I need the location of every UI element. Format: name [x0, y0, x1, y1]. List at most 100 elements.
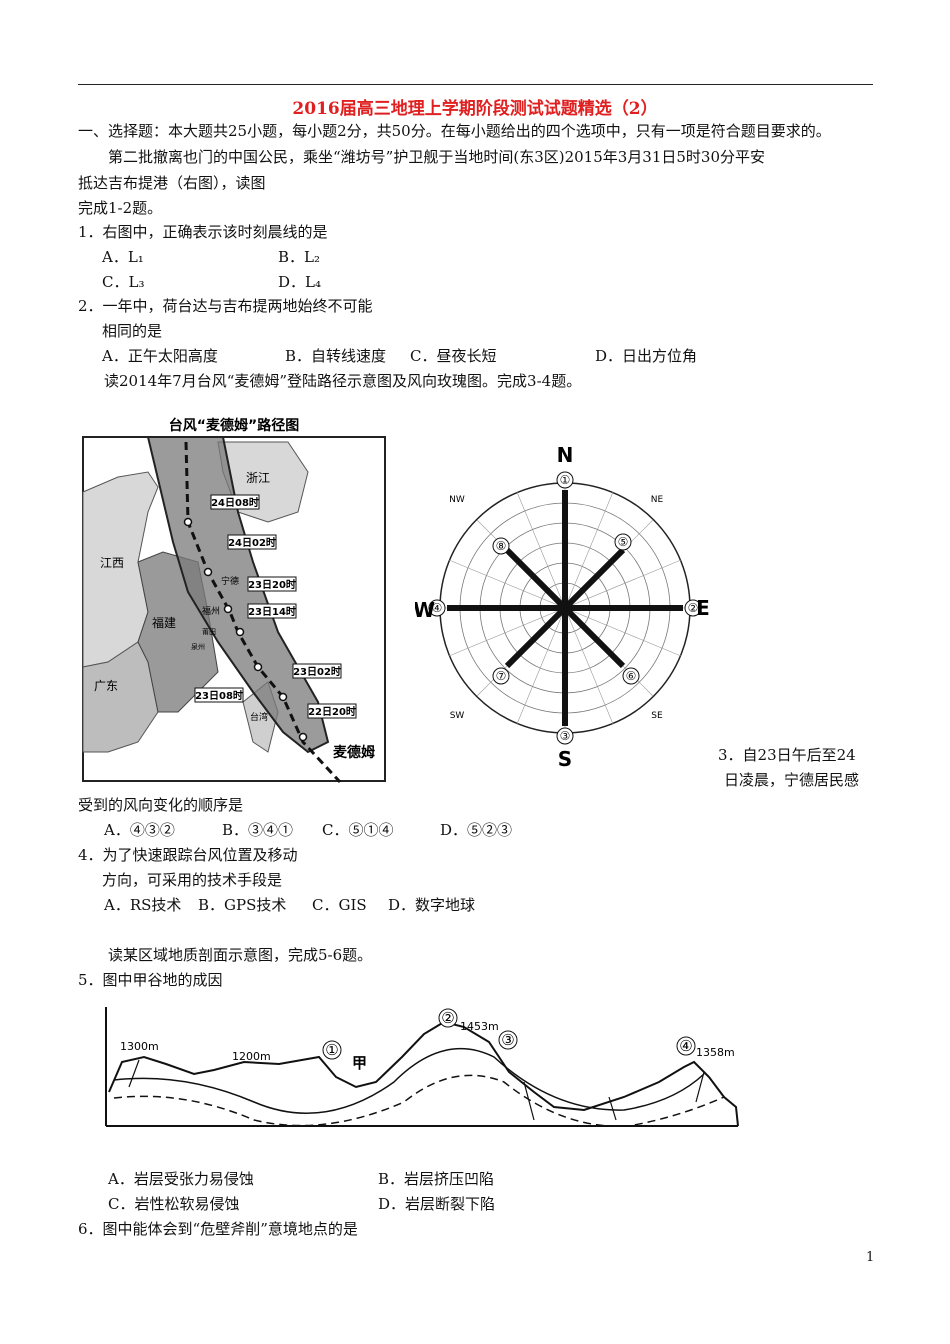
direction-ne: NE	[651, 495, 664, 505]
intro-2: 抵达吉布提港（右图），读图	[78, 174, 266, 192]
rose-marker-7: ⑦	[496, 669, 507, 683]
page-title: 2016届高三地理上学期阶段测试试题精选（2）	[292, 99, 658, 119]
direction-s: S	[558, 747, 572, 771]
site-marker-3: ③	[501, 1031, 514, 1049]
q3-stem-1: 3．自23日午后至24	[718, 746, 856, 764]
time-box	[210, 494, 260, 510]
q2-stem-2: 相同的是	[102, 322, 163, 340]
marker-circle	[322, 1040, 342, 1060]
direction-nw: NW	[449, 495, 465, 505]
marker-circle	[556, 727, 574, 745]
q4-stem-2: 方向，可采用的技术手段是	[102, 871, 283, 889]
marker-circle	[428, 599, 446, 617]
intro-3: 完成1-2题。	[78, 199, 163, 217]
city-label: 莆田	[202, 627, 216, 636]
track-point	[203, 567, 213, 577]
q2-option-d: D．日出方位角	[595, 347, 698, 365]
q1-stem: 1．右图中，正确表示该时刻晨线的是	[78, 223, 328, 241]
q2-option-b: B．自转线速度	[285, 347, 387, 365]
site-marker-2: ②	[441, 1009, 454, 1027]
time-label: 23日14时	[248, 605, 296, 618]
typhoon-map-title: 台风“麦德姆”路径图	[169, 417, 299, 434]
marker-circle	[492, 667, 510, 685]
q5-option-c: C．岩性松软易侵蚀	[108, 1195, 240, 1213]
marker-circle	[492, 537, 510, 555]
q3-option-d: D．⑤②③	[440, 821, 513, 839]
marker-circle	[684, 599, 702, 617]
intro-1: 第二批撤离也门的中国公民，乘坐“潍坊号”护卫舰于当地时间(东3区)2015年3月…	[108, 148, 766, 166]
intro-q5-6: 读某区域地质剖面示意图，完成5-6题。	[108, 946, 373, 964]
q4-option-b: B．GPS技术	[198, 896, 287, 914]
time-label: 23日20时	[248, 578, 296, 591]
province-label: 福建	[152, 615, 176, 630]
province-label: 广东	[94, 679, 118, 693]
elevation-1358: 1358m	[696, 1046, 735, 1059]
q5-stem: 5．图中甲谷地的成因	[78, 971, 223, 989]
track-point	[223, 604, 233, 614]
typhoon-swath	[146, 436, 330, 754]
q3-option-b: B．③④①	[222, 821, 294, 839]
province-label: 浙江	[246, 471, 270, 485]
marker-circle	[614, 533, 632, 551]
province-label: 台湾	[250, 711, 268, 723]
marker-circle	[438, 1008, 458, 1028]
terrain-surface	[108, 1020, 739, 1127]
direction-sw: SW	[450, 711, 465, 721]
header-rule	[78, 84, 873, 85]
page-number: 1	[866, 1250, 875, 1265]
rose-marker-4: ④	[432, 601, 443, 615]
time-label: 22日20时	[308, 705, 356, 718]
intro-q3-4: 读2014年7月台风“麦德姆”登陆路径示意图及风向玫瑰图。完成3-4题。	[104, 372, 582, 390]
site-marker-1: ①	[325, 1041, 338, 1059]
elevation-1300: 1300m	[120, 1040, 159, 1053]
wind-bars	[447, 490, 683, 726]
rose-marker-6: ⑥	[626, 669, 637, 683]
site-marker-4: ④	[679, 1037, 692, 1055]
typhoon-name: 麦德姆	[333, 744, 375, 761]
q1-option-b: B．L₂	[278, 248, 320, 266]
q6-stem: 6．图中能体会到“危壁斧削”意境地点的是	[78, 1220, 358, 1238]
q2-option-c: C．昼夜长短	[410, 347, 497, 365]
typhoon-path-map: 台风“麦德姆”路径图 24日08时 24日02时 23日20时 23日14时 2…	[82, 417, 386, 784]
q4-stem-1: 4．为了快速跟踪台风位置及移动	[78, 846, 298, 864]
rose-marker-1: ①	[560, 473, 571, 487]
elevation-1453: 1453m	[460, 1020, 499, 1033]
time-label: 24日08时	[211, 496, 259, 509]
time-label: 23日08时	[195, 689, 243, 702]
time-box	[227, 534, 277, 550]
city-label: 福州	[202, 605, 220, 617]
q5-option-d: D．岩层断裂下陷	[378, 1195, 496, 1213]
marker-circle	[556, 471, 574, 489]
elevation-1200: 1200m	[232, 1050, 271, 1063]
valley-jia-label: 甲	[352, 1054, 367, 1072]
direction-w: W	[415, 598, 435, 622]
time-box	[307, 703, 357, 719]
rock-layer-dashed	[113, 1074, 725, 1128]
track-point	[235, 627, 245, 637]
time-box	[247, 576, 297, 592]
q1-option-d: D．L₄	[278, 273, 322, 291]
q1-option-c: C．L₃	[102, 273, 145, 291]
rose-marker-5: ⑤	[618, 535, 629, 549]
rose-marker-2: ②	[688, 601, 699, 615]
q3-option-c: C．⑤①④	[322, 821, 394, 839]
time-label: 24日02时	[228, 536, 276, 549]
q4-option-d: D．数字地球	[388, 896, 476, 914]
city-label: 泉州	[191, 642, 205, 651]
direction-se: SE	[651, 711, 663, 721]
q3-stem-2: 日凌晨，宁德居民感	[724, 771, 860, 789]
rose-marker-8: ⑧	[496, 539, 507, 553]
q4-option-c: C．GIS	[312, 896, 367, 914]
time-box	[292, 663, 342, 679]
track-point	[253, 662, 263, 672]
q4-option-a: A．RS技术	[104, 896, 182, 914]
rose-marker-3: ③	[560, 729, 571, 743]
track-point	[278, 692, 288, 702]
q3-stem-3: 受到的风向变化的顺序是	[78, 796, 244, 814]
marker-circle	[498, 1030, 518, 1050]
section-instructions: 一、选择题：本大题共25小题，每小题2分，共50分。在每小题给出的四个选项中，只…	[78, 122, 831, 140]
q2-option-a: A．正午太阳高度	[102, 347, 218, 365]
q5-option-b: B．岩层挤压凹陷	[378, 1170, 495, 1188]
direction-n: N	[557, 443, 574, 467]
direction-e: E	[696, 596, 710, 620]
